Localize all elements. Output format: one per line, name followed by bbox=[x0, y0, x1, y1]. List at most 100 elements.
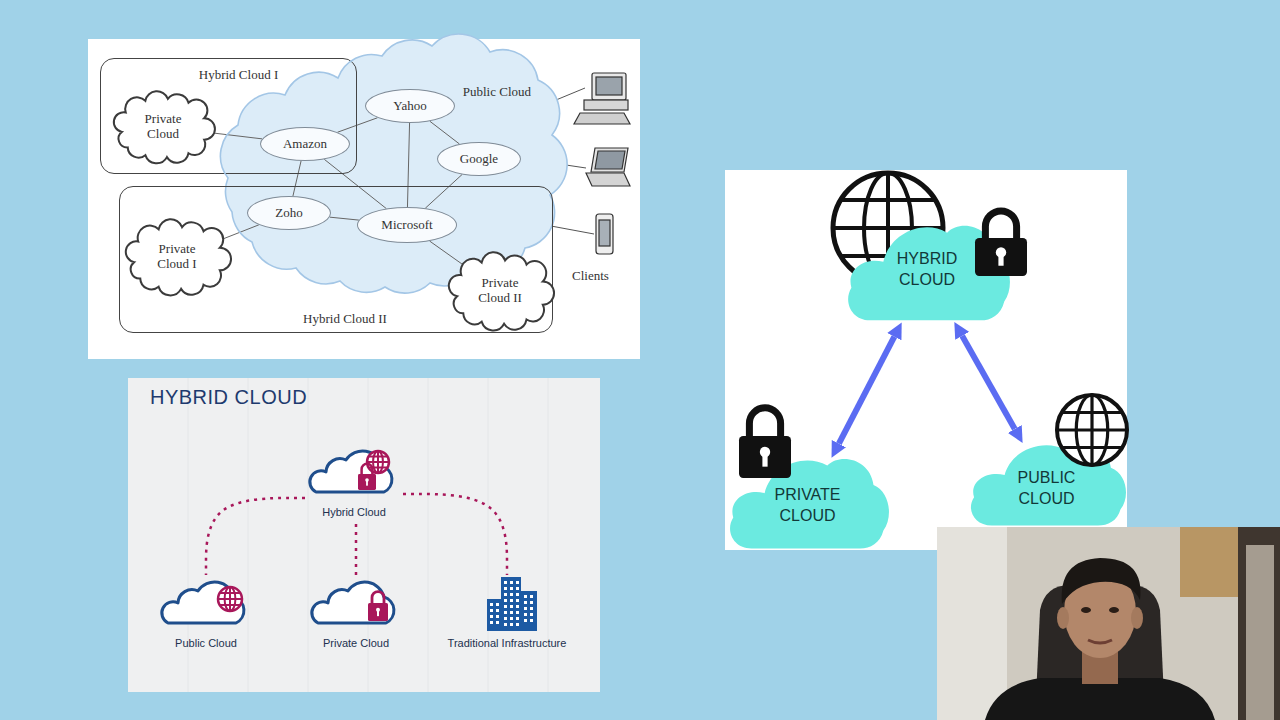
provider-ellipse: Zoho bbox=[247, 196, 331, 230]
cloud-icon bbox=[457, 575, 557, 631]
cloud-icon bbox=[358, 474, 376, 490]
cloud-icon bbox=[516, 617, 519, 620]
desktop-icon bbox=[596, 77, 622, 95]
cloud-icon bbox=[510, 587, 513, 590]
cloud-icon bbox=[510, 581, 513, 584]
webcam-photo bbox=[937, 527, 1007, 720]
label-holder: HYBRID CLOUD bbox=[150, 386, 307, 409]
cloud-icon-node: Public Cloud bbox=[155, 575, 257, 657]
connector-line bbox=[425, 175, 462, 209]
cloud-icon bbox=[524, 595, 527, 598]
cloud-icon bbox=[510, 623, 513, 626]
cloud-shape: PRIVATE CLOUD bbox=[725, 446, 890, 550]
phone-icon bbox=[596, 214, 613, 254]
cloud-icon bbox=[490, 621, 493, 624]
cloud-icon bbox=[366, 480, 368, 486]
phone-icon bbox=[596, 214, 613, 254]
provider-ellipse: Microsoft bbox=[357, 207, 457, 243]
cloud-icon bbox=[530, 607, 533, 610]
cloud-outline bbox=[220, 34, 567, 293]
cloud-outline bbox=[126, 219, 231, 295]
dashed-link bbox=[403, 494, 507, 575]
cloud-icon bbox=[490, 603, 493, 606]
cloud-icon bbox=[367, 451, 389, 473]
cloud-icon bbox=[516, 605, 519, 608]
node-label: Hybrid Cloud I bbox=[199, 67, 278, 83]
node-label: PUBLIC CLOUD bbox=[1008, 468, 1086, 510]
cloud-icon bbox=[504, 599, 507, 602]
node-label: Hybrid Cloud bbox=[322, 506, 386, 518]
panel-stripes bbox=[248, 378, 249, 692]
private-cloud-shape: Private Cloud I bbox=[126, 221, 228, 293]
cloud-icon bbox=[501, 577, 521, 631]
node-label: Yahoo bbox=[393, 98, 426, 114]
cloud-icon bbox=[504, 587, 507, 590]
cloud-icon bbox=[516, 593, 519, 596]
desktop-icon bbox=[592, 73, 626, 100]
cloud-symbol bbox=[1057, 428, 1127, 431]
node-label: PRIVATE CLOUD bbox=[769, 485, 847, 527]
cloud-icon bbox=[377, 610, 379, 616]
label-holder: Clients bbox=[572, 268, 609, 284]
cloud-icon bbox=[504, 623, 507, 626]
cloud-icon bbox=[496, 615, 499, 618]
cloud-icon-node: Hybrid Cloud bbox=[305, 444, 403, 524]
hybrid-region: Hybrid Cloud IPrivate CloudAmazon bbox=[100, 58, 357, 174]
client-leader-line bbox=[566, 165, 586, 168]
cloud-symbol bbox=[1062, 413, 1123, 448]
slide-panel bbox=[128, 378, 600, 692]
cloud-icon-node: Traditional Infrastructure bbox=[437, 575, 577, 657]
phone-icon bbox=[599, 220, 610, 246]
cloud-icon bbox=[496, 609, 499, 612]
cloud-icon bbox=[156, 575, 256, 631]
cloud-symbol bbox=[749, 408, 780, 438]
cloud-icon bbox=[367, 461, 389, 463]
cloud-icon bbox=[530, 601, 533, 604]
node-label: Hybrid Cloud II bbox=[303, 311, 387, 327]
cloud-icon-node: Private Cloud bbox=[305, 575, 407, 657]
connector-line bbox=[430, 121, 460, 144]
connector-line bbox=[293, 161, 301, 196]
panel-heading: HYBRID CLOUD bbox=[150, 386, 307, 409]
cloud-icon bbox=[510, 593, 513, 596]
node-label: Private Cloud bbox=[132, 112, 194, 142]
webcam-photo bbox=[937, 527, 1280, 720]
cloud-icon bbox=[516, 587, 519, 590]
node-label: Public Cloud bbox=[175, 637, 237, 649]
cloud-icon bbox=[530, 595, 533, 598]
connector-line bbox=[324, 159, 386, 208]
cloud-icon bbox=[510, 611, 513, 614]
webcam-photo bbox=[1109, 607, 1119, 613]
cloud-icon bbox=[516, 611, 519, 614]
webcam-photo bbox=[937, 527, 1280, 720]
node-label: Microsoft bbox=[381, 217, 432, 233]
cloud-icon bbox=[504, 617, 507, 620]
webcam-photo bbox=[1081, 607, 1091, 613]
node-label: Private Cloud II bbox=[469, 276, 531, 306]
webcam-photo bbox=[1246, 545, 1274, 720]
cloud-icon bbox=[516, 599, 519, 602]
client-leader-line bbox=[556, 88, 585, 100]
node-label: Private Cloud I bbox=[146, 242, 208, 272]
cloud-symbol bbox=[975, 238, 1027, 276]
cloud-symbol bbox=[1057, 395, 1127, 465]
double-arrow bbox=[839, 337, 894, 444]
webcam-photo bbox=[1057, 607, 1069, 629]
cloud-icon bbox=[218, 587, 242, 611]
laptop-icon bbox=[595, 151, 625, 169]
connector-line bbox=[207, 132, 262, 139]
cloud-icon bbox=[310, 451, 392, 492]
cloud-icon bbox=[504, 605, 507, 608]
webcam-photo bbox=[1131, 607, 1143, 629]
cloud-icon bbox=[524, 601, 527, 604]
cloud-icon bbox=[312, 582, 394, 623]
provider-ellipse: Yahoo bbox=[365, 89, 455, 123]
webcam-photo bbox=[1238, 527, 1280, 720]
cloud-symbol bbox=[739, 436, 791, 478]
cloud-icon bbox=[490, 609, 493, 612]
cloud-icon bbox=[504, 593, 507, 596]
private-cloud-shape: Private Cloud bbox=[114, 93, 212, 161]
webcam-photo bbox=[985, 678, 1215, 720]
connector-line bbox=[330, 217, 359, 220]
